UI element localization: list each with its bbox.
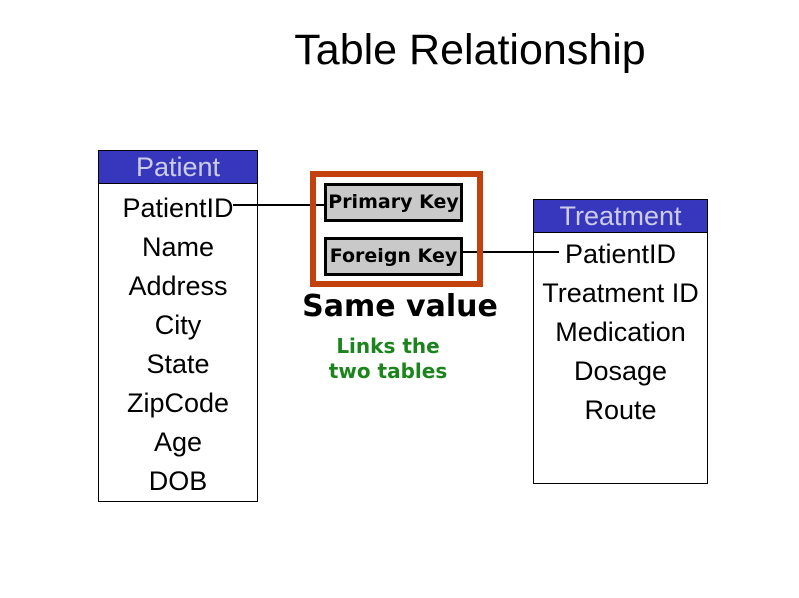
treatment-table-body: PatientID Treatment ID Medication Dosage…	[534, 233, 707, 430]
primary-key-box: Primary Key	[324, 183, 463, 222]
patient-field-row: State	[146, 349, 210, 379]
primary-key-connector-line	[233, 204, 325, 206]
slide-title: Table Relationship	[294, 26, 646, 74]
treatment-field-row: Route	[584, 395, 657, 425]
patient-field-row: Name	[141, 232, 215, 262]
links-note: Links the two tables	[329, 334, 447, 384]
patient-field-row: Address	[128, 271, 228, 301]
patient-table: Patient PatientID Name Address City Stat…	[98, 150, 258, 502]
foreign-key-box: Foreign Key	[324, 237, 463, 276]
foreign-key-connector-line	[461, 251, 559, 253]
patient-field-row: PatientID	[122, 193, 234, 223]
patient-field-row: Age	[153, 427, 203, 457]
patient-field-row: City	[154, 310, 202, 340]
treatment-field-row: PatientID	[564, 239, 677, 269]
treatment-table-header: Treatment	[534, 200, 707, 233]
links-note-line2: two tables	[328, 359, 448, 383]
patient-field-row: ZipCode	[126, 388, 230, 418]
treatment-field-row: Treatment ID	[542, 278, 699, 308]
patient-field-row: DOB	[148, 466, 208, 496]
key-group-box	[310, 171, 483, 287]
treatment-table: Treatment PatientID Treatment ID Medicat…	[533, 199, 708, 484]
links-note-line1: Links the	[336, 334, 440, 358]
same-value-label: Same value	[302, 289, 498, 324]
treatment-field-row: Medication	[555, 317, 686, 347]
patient-table-header: Patient	[99, 151, 257, 184]
treatment-field-row: Dosage	[573, 356, 668, 386]
patient-table-body: PatientID Name Address City State ZipCod…	[99, 184, 257, 501]
